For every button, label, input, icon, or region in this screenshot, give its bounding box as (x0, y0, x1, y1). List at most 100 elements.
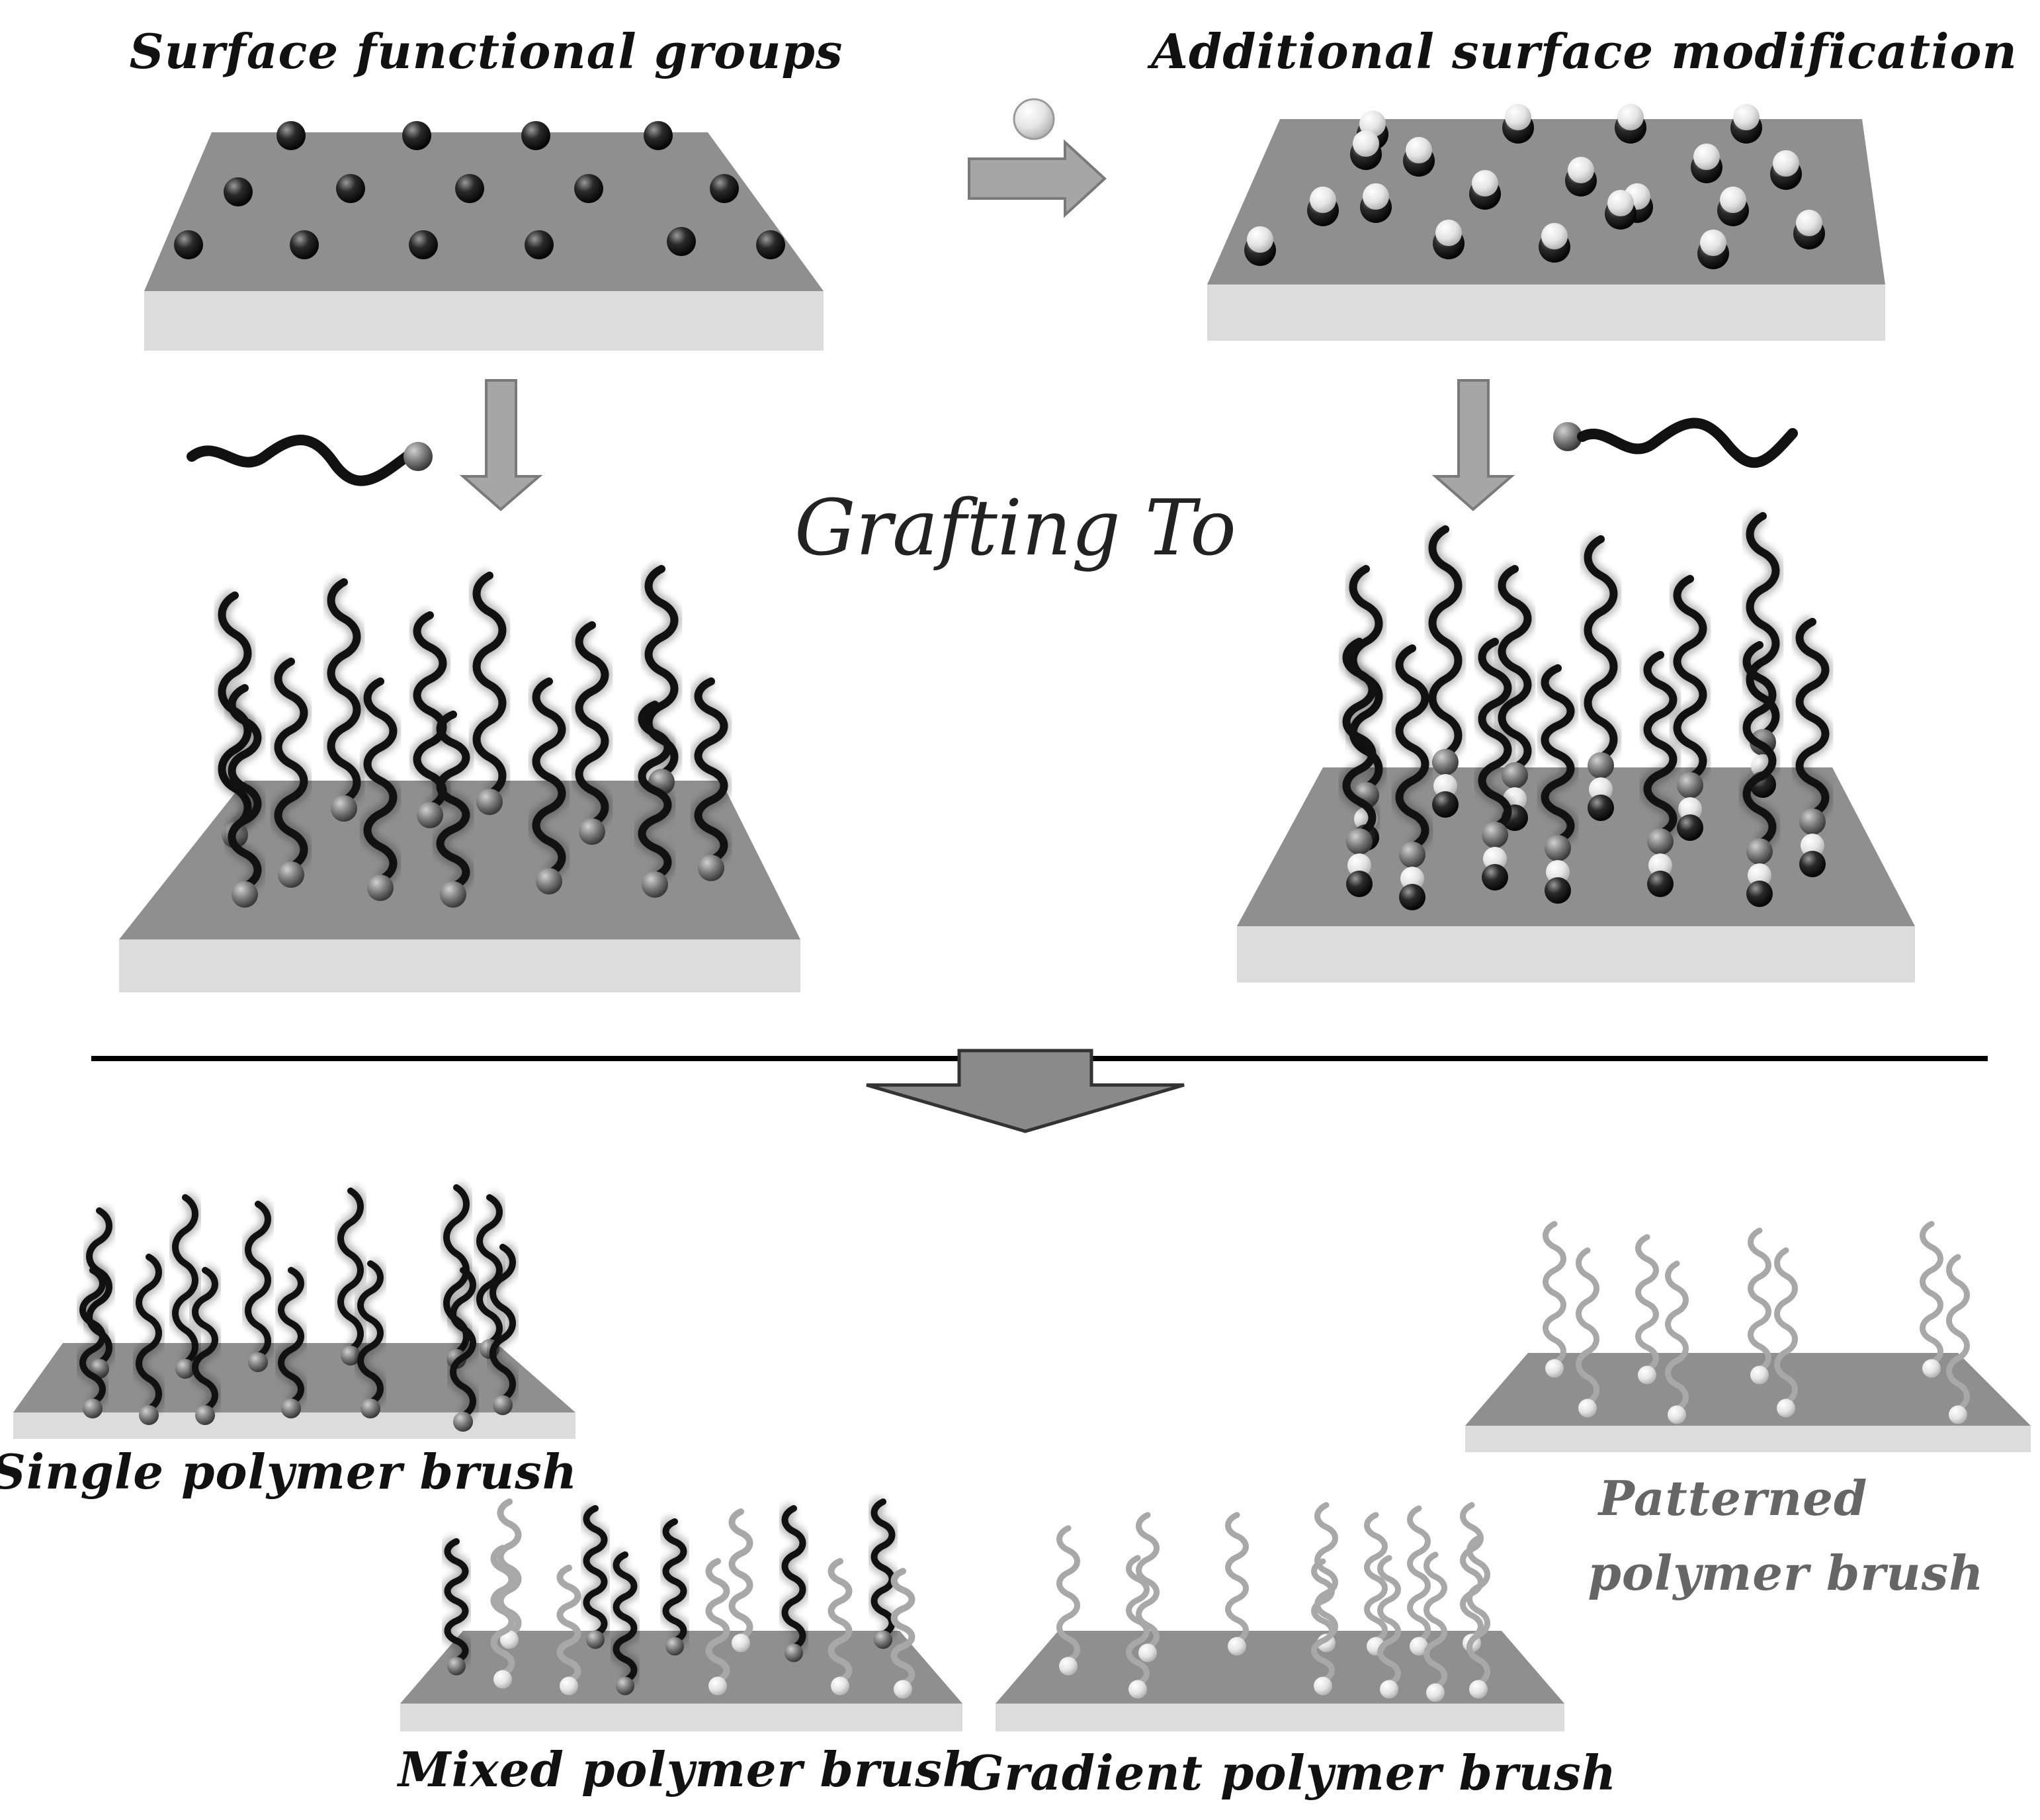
chain-end-bead-icon (404, 442, 433, 471)
anchor-bead-icon (493, 1395, 513, 1415)
modified-group (1730, 104, 1762, 144)
anchor-bead-icon (1469, 1680, 1488, 1699)
anchor-bead-icon (560, 1676, 578, 1696)
modified-group (1770, 150, 1802, 190)
polymer-chain (1424, 1551, 1447, 1690)
anchor-bead-icon (831, 1676, 849, 1696)
modifier-bead-icon (1483, 847, 1507, 871)
modified-group (1691, 144, 1722, 183)
anchor-bead-icon (493, 1670, 512, 1689)
anchor-bead-icon (732, 1633, 750, 1653)
anchor-bead-icon (1746, 838, 1773, 865)
functional-group-bead-icon (667, 227, 696, 256)
polymer-chain (1314, 1502, 1338, 1641)
functional-group-bead-icon (1746, 881, 1773, 907)
functional-group-bead-icon (1799, 851, 1826, 877)
anchor-bead-icon (1128, 1680, 1147, 1699)
polymer-chain (136, 1254, 162, 1412)
polymer-chain (357, 1260, 384, 1406)
anchor-bead-icon (1668, 1405, 1686, 1424)
functional-group-bead-icon (276, 121, 306, 150)
polymer-chain (274, 658, 308, 871)
polymer-chain (1920, 1221, 1943, 1366)
polymer-chain (638, 701, 672, 881)
anchor-bead-icon (367, 875, 394, 901)
down-arrow-left-icon (459, 379, 543, 511)
grafted-chains (1339, 510, 1832, 910)
modifier-bead-icon (1796, 210, 1822, 236)
polymer-chain (890, 1568, 915, 1687)
functional-group-bead-icon (525, 230, 554, 259)
polymer-chain (728, 1508, 753, 1641)
grafted-substrate-right (1237, 510, 1915, 982)
substrate-top-face (1465, 1353, 2031, 1426)
polymer-chain (1311, 1558, 1335, 1684)
anchor-bead-icon (1799, 808, 1826, 835)
polymer-chain (1576, 1247, 1599, 1406)
polymer-chain (413, 611, 447, 811)
functional-group-bead-icon (1399, 884, 1425, 910)
additional-surface-modification-label: Additional surface modification (1151, 23, 2018, 79)
polymer-chain (172, 1194, 198, 1366)
anchor-bead-icon (195, 1405, 215, 1425)
modifier-bead-icon (1720, 187, 1746, 213)
modifier-bead-icon (1400, 867, 1424, 890)
modifier-bead-icon (1347, 853, 1371, 877)
functional-group-bead-icon (521, 121, 550, 150)
polymer-chain (1364, 1512, 1388, 1644)
modifier-bead-icon (1546, 860, 1570, 884)
mixed-brush-chains (441, 1496, 915, 1699)
polymer-chain (1748, 1227, 1771, 1373)
anchor-bead-icon (1380, 1680, 1398, 1699)
modified-group (1350, 130, 1382, 170)
single-polymer-brush-label: Single polymer brush (0, 1444, 578, 1500)
polymer-chain (1056, 1525, 1080, 1664)
modifier-bead-icon (1648, 853, 1672, 877)
polymer-chain (363, 677, 398, 884)
polymer-chain (1466, 1535, 1490, 1687)
modifier-bead-icon (1505, 104, 1531, 130)
patterned-brush-substrate (1465, 1221, 2031, 1452)
polymer-chain (705, 1558, 730, 1684)
substrate-top-face (400, 1631, 962, 1704)
anchor-bead-icon (785, 1643, 803, 1663)
functional-group-bead-icon (1647, 871, 1674, 897)
substrate-side-face (1207, 284, 1885, 341)
modifier-bead-icon (1678, 797, 1702, 821)
functional-group-bead-icon (455, 174, 484, 203)
modifier-bead-icon (1363, 183, 1389, 210)
polymer-chain (489, 1244, 516, 1403)
right-arrow-icon (968, 139, 1107, 218)
functional-group-bead-icon (224, 177, 253, 206)
patterned-brush-chains (1543, 1221, 1970, 1424)
polymer-chain (1407, 1505, 1431, 1644)
polymer-chain (472, 572, 507, 798)
modifier-bead-icon (1748, 863, 1771, 887)
substrate-functional-groups (144, 121, 824, 351)
modified-group (1615, 104, 1646, 144)
modifier-bead-icon (1541, 223, 1568, 249)
anchor-bead-icon (1588, 752, 1614, 779)
anchor-bead-icon (440, 881, 466, 908)
chain-end-bead-icon (1553, 422, 1582, 451)
modified-group (1403, 137, 1435, 177)
polymer-chain (79, 1267, 106, 1406)
functional-group-bead-icon (1482, 864, 1508, 890)
polymer-chain (532, 677, 566, 877)
anchor-bead-icon (708, 1676, 727, 1696)
functional-group-bead-icon (290, 230, 319, 259)
free-polymer-chain-left (187, 435, 433, 486)
modified-group-dots (1244, 104, 1825, 269)
substrate-side-face (1237, 926, 1915, 982)
modified-group (1793, 210, 1825, 249)
modifier-bead-icon (1733, 104, 1760, 130)
anchor-bead-icon (1314, 1676, 1332, 1696)
polymer-chain (1225, 1512, 1249, 1644)
anchor-bead-icon (874, 1630, 892, 1649)
modified-group (1307, 187, 1339, 226)
polymer-chain (662, 1518, 687, 1644)
modifier-bead-icon (1693, 144, 1720, 170)
anchor-bead-icon (1777, 1399, 1795, 1418)
substrate-side-face (144, 291, 824, 351)
gradient-brush-substrate (996, 1502, 1564, 1731)
